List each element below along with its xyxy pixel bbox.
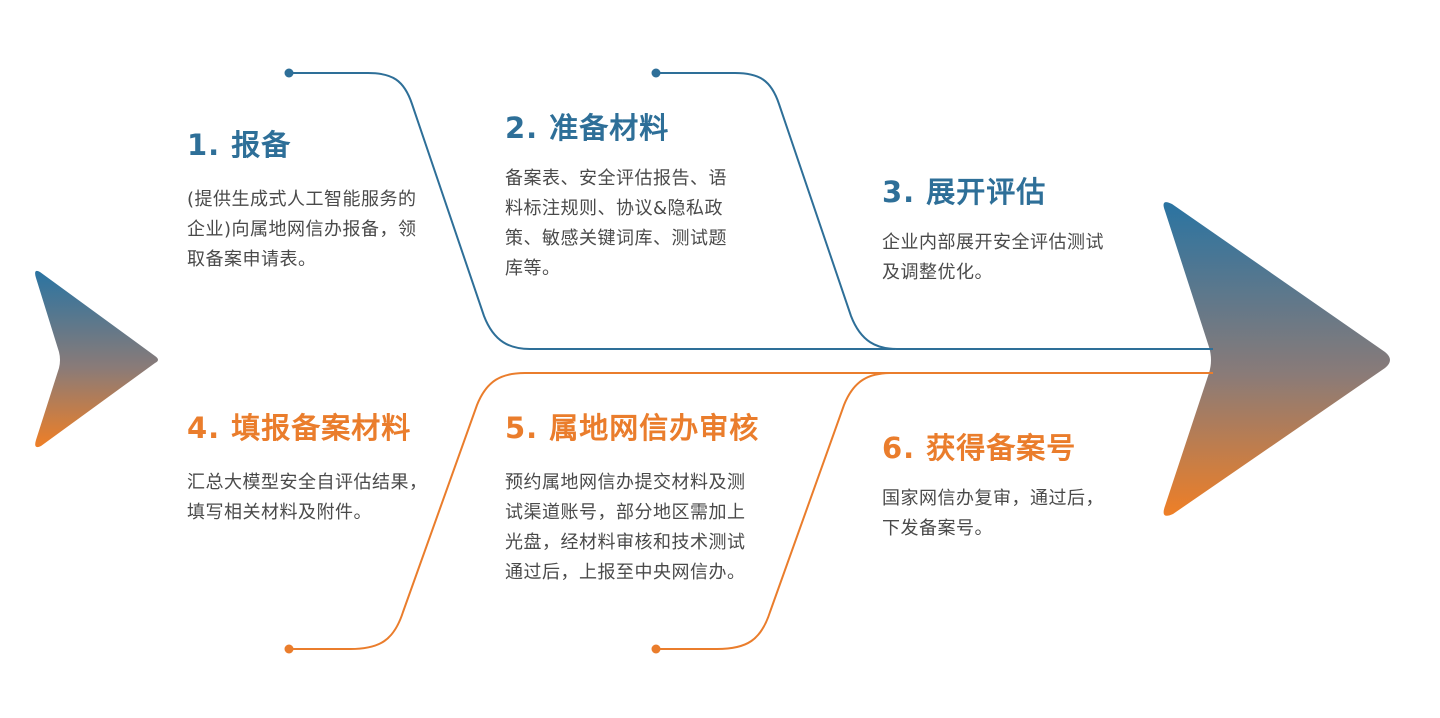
step-1-title: 1. 报备 xyxy=(187,128,292,162)
step-6-title: 6. 获得备案号 xyxy=(882,431,1077,465)
step-3-title: 3. 展开评估 xyxy=(882,175,1047,209)
head-arrow-icon xyxy=(1163,202,1390,516)
tail-arrow-icon xyxy=(35,270,158,448)
blue-bone-1 xyxy=(289,72,895,350)
step-5-title: 5. 属地网信办审核 xyxy=(505,411,760,445)
step-4-title: 4. 填报备案材料 xyxy=(187,411,412,445)
orange-bone-1-dot xyxy=(284,644,294,654)
step-6: 6. 获得备案号 国家网信办复审，通过后， 下发备案号。 xyxy=(882,430,1142,544)
step-1: 1. 报备 (提供生成式人工智能服务的 企业)向属地网信办报备，领 取备案申请表… xyxy=(187,127,447,275)
step-2: 2. 准备材料 备案表、安全评估报告、语 料标注规则、协议&隐私政 策、敏感关键… xyxy=(505,110,765,284)
orange-bone-2 xyxy=(656,372,1213,650)
step-4: 4. 填报备案材料 汇总大模型安全自评估结果， 填写相关材料及附件。 xyxy=(187,410,457,528)
step-2-desc: 备案表、安全评估报告、语 料标注规则、协议&隐私政 策、敏感关键词库、测试题 库… xyxy=(505,168,727,279)
blue-bone-2 xyxy=(656,72,1213,350)
blue-bone-1-dot xyxy=(284,68,294,78)
step-3: 3. 展开评估 企业内部展开安全评估测试 及调整优化。 xyxy=(882,174,1142,288)
step-2-title: 2. 准备材料 xyxy=(505,111,670,145)
step-5-desc: 预约属地网信办提交材料及测 试渠道账号，部分地区需加上 光盘，经材料审核和技术测… xyxy=(505,472,746,583)
step-4-desc: 汇总大模型安全自评估结果， 填写相关材料及附件。 xyxy=(187,472,428,523)
orange-bone-2-dot xyxy=(651,644,661,654)
step-1-desc: (提供生成式人工智能服务的 企业)向属地网信办报备，领 取备案申请表。 xyxy=(187,189,417,270)
step-3-desc: 企业内部展开安全评估测试 及调整优化。 xyxy=(882,232,1104,283)
orange-bone-1 xyxy=(289,372,893,650)
step-5: 5. 属地网信办审核 预约属地网信办提交材料及测 试渠道账号，部分地区需加上 光… xyxy=(505,410,775,588)
step-6-desc: 国家网信办复审，通过后， 下发备案号。 xyxy=(882,488,1104,539)
blue-bone-2-dot xyxy=(651,68,661,78)
